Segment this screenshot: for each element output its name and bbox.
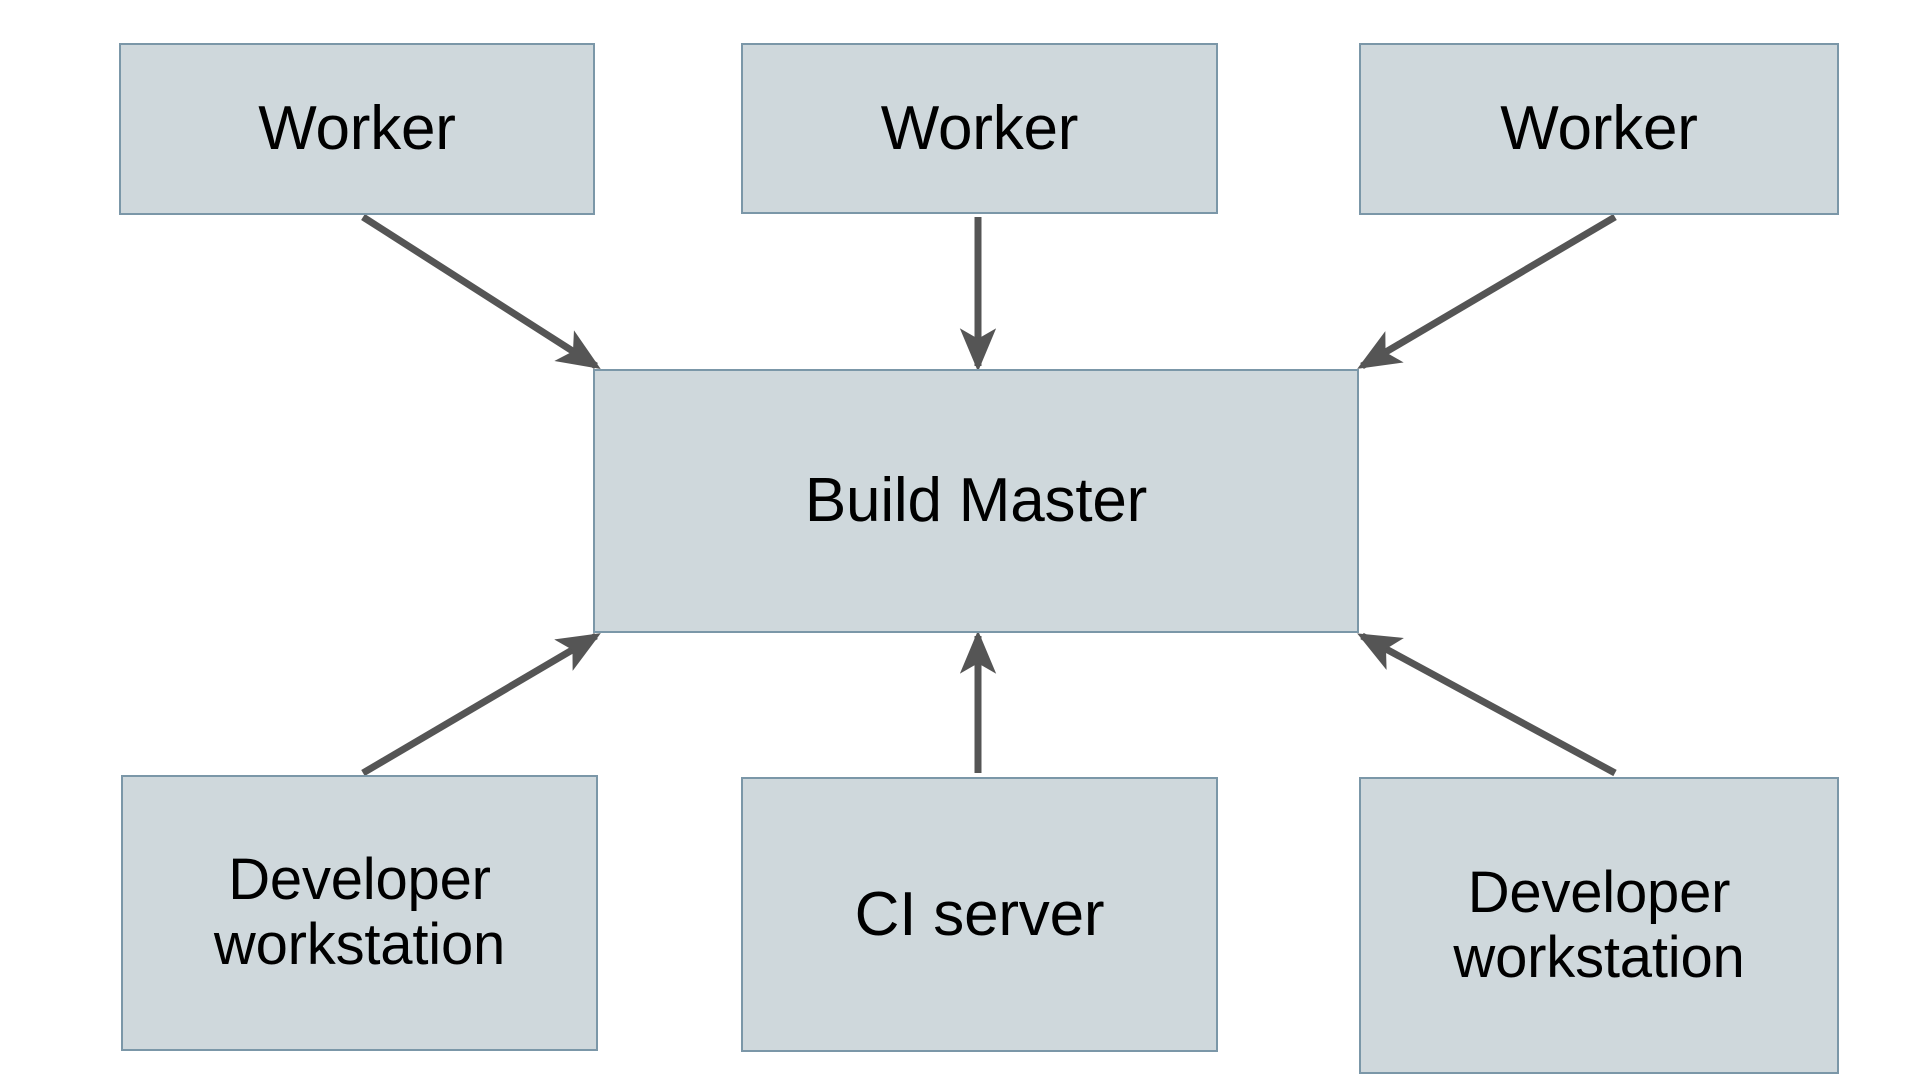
node-label-worker-right: Worker [1500,94,1698,164]
node-dev-workstation-left[interactable]: Developer workstation [121,775,598,1051]
node-label-build-master: Build Master [804,466,1148,536]
node-label-dev-workstation-right: Developer workstation [1453,859,1745,990]
edge-dev-ws-left-to-master [361,632,601,777]
node-label-worker-left: Worker [258,94,456,164]
node-worker-right[interactable]: Worker [1359,43,1839,215]
node-label-worker-center: Worker [880,93,1079,163]
edge-dev-ws-right-to-master [1357,632,1617,777]
node-label-dev-workstation-left: Developer workstation [213,847,506,977]
node-dev-workstation-right[interactable]: Developer workstation [1359,777,1839,1074]
node-ci-server[interactable]: CI server [741,777,1218,1052]
edge-worker-right-to-master [1357,213,1617,370]
edge-worker-left-to-master [361,214,601,370]
node-worker-center[interactable]: Worker [741,43,1218,214]
edges-group [361,213,1617,777]
node-label-ci-server: CI server [854,879,1105,949]
node-worker-left[interactable]: Worker [119,43,595,215]
node-build-master[interactable]: Build Master [593,369,1359,633]
